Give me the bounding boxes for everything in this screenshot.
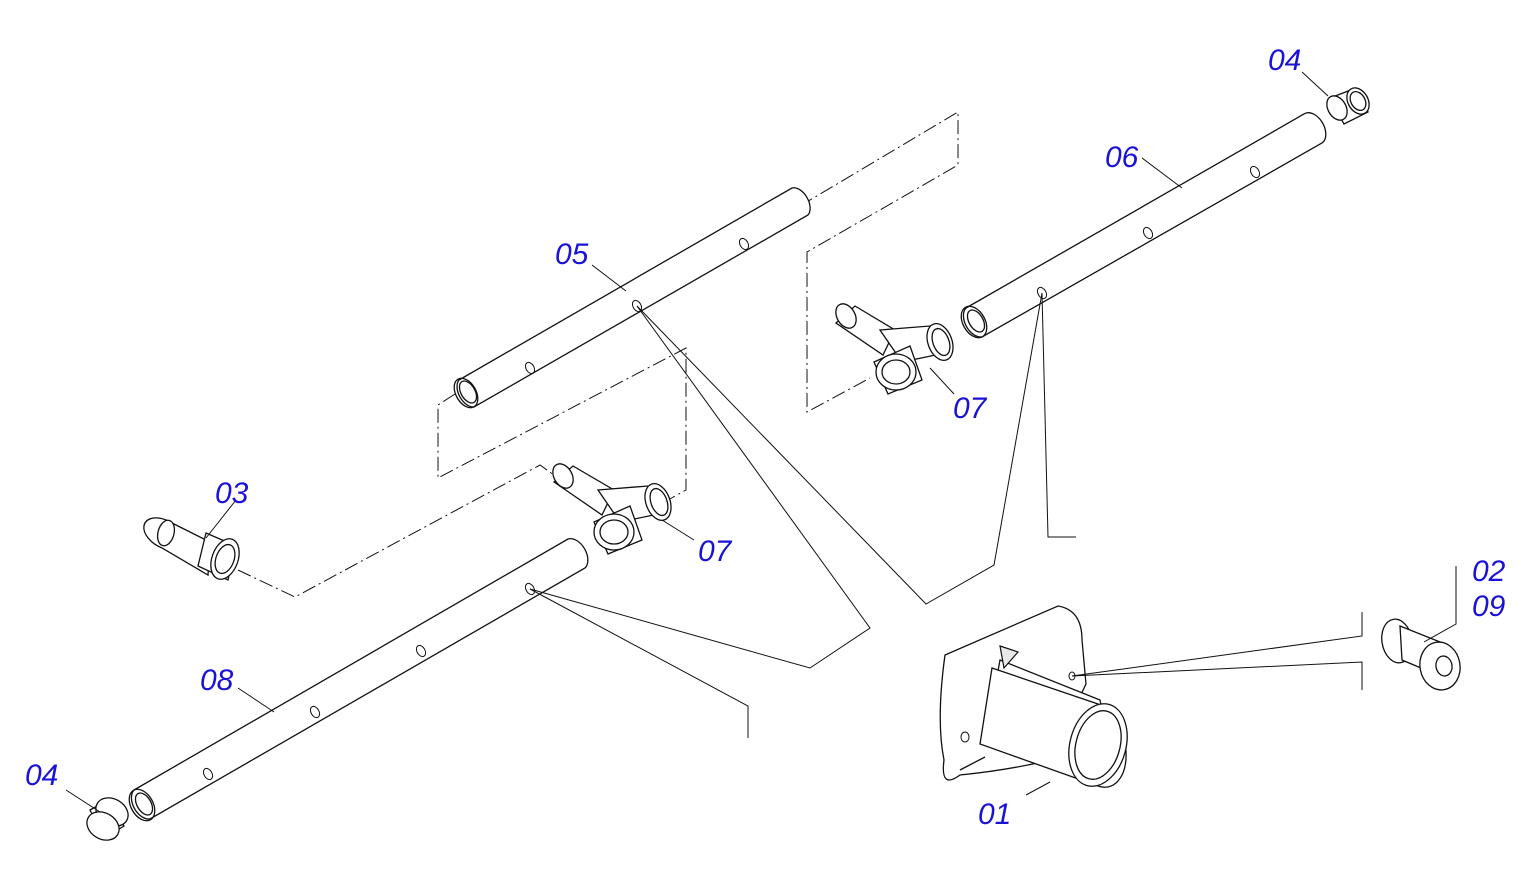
callout-07-left: 07 [698,535,733,568]
callout-04-top: 04 [1268,44,1301,77]
spool-fitting-part-02-09 [1381,618,1461,691]
callout-01: 01 [978,798,1011,831]
tube-part-05 [453,187,811,409]
tube-part-06 [960,112,1327,339]
callout-06: 06 [1105,141,1139,174]
callout-09: 09 [1472,590,1506,623]
end-cap-part-04-top [1326,87,1370,125]
end-cap-part-04-bottom [86,797,129,841]
callout-labels: 05 06 04 03 07 07 08 04 01 02 09 [25,44,1506,831]
tee-connector-part-07-right [834,303,954,395]
tee-connector-part-07-left [552,463,672,555]
tube-part-08 [128,537,589,822]
callout-07-right: 07 [953,392,988,425]
assembly-guide-lines [237,111,959,598]
callout-03: 03 [215,477,249,510]
callout-02: 02 [1472,555,1506,588]
callout-08: 08 [200,664,234,697]
callout-04-bottom: 04 [25,759,58,792]
wall-flange-part-01 [939,605,1128,788]
callout-05: 05 [555,238,589,271]
leader-lines [65,71,1457,813]
sleeve-part-03 [143,517,240,581]
